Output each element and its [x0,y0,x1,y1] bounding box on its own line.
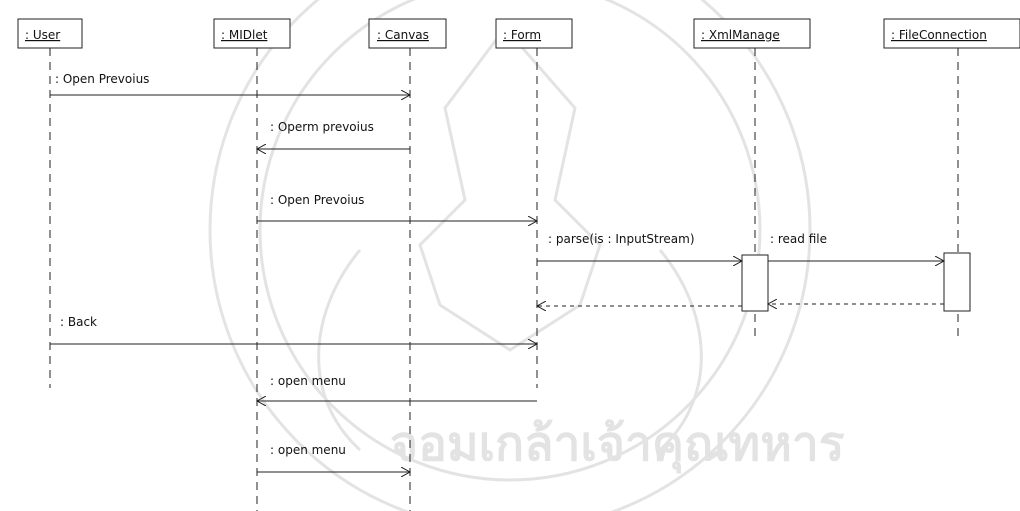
lifeline-xmlmanage: : XmlManage [694,19,810,342]
message-label-read-file-xmlmanage-to-fileconnection: : read file [770,232,827,246]
activation-bar-fileconnection [944,253,970,311]
message-open-menu-form-to-midlet: : open menu [257,374,537,401]
lifeline-label-xmlmanage: : XmlManage [701,28,780,42]
lifeline-label-user: : User [25,28,60,42]
message-label-open-menu-form-to-midlet: : open menu [270,374,346,388]
watermark-temple-icon [420,28,600,350]
lifeline-midlet: : MIDlet [214,19,290,511]
message-parse-form-to-xmlmanage: : parse(is : InputStream) [537,232,742,261]
message-label-parse-form-to-xmlmanage: : parse(is : InputStream) [548,232,695,246]
lifeline-label-canvas: : Canvas [377,28,429,42]
message-label-open-prevoius-user-to-canvas: : Open Prevoius [55,72,149,86]
activation-bar-xmlmanage [742,255,768,311]
message-label-back-user-to-form: : Back [60,315,97,329]
lifeline-label-fileconnection: : FileConnection [891,28,987,42]
lifeline-fileconnection: : FileConnection [884,19,1020,342]
lifeline-label-form: : Form [503,28,541,42]
message-label-operm-prevoius-canvas-to-midlet: : Operm prevoius [270,120,374,134]
message-open-prevoius-midlet-to-form: : Open Prevoius [257,193,537,221]
watermark-left-naga-icon [319,250,360,450]
message-open-prevoius-user-to-canvas: : Open Prevoius [50,72,410,95]
message-label-open-prevoius-midlet-to-form: : Open Prevoius [270,193,364,207]
lifeline-label-midlet: : MIDlet [221,28,268,42]
watermark-text: จอมเกล้าเจ้าคุณทหาร [390,416,845,474]
message-read-file-xmlmanage-to-fileconnection: : read file [768,232,944,261]
message-label-open-menu-midlet-to-canvas: : open menu [270,443,346,457]
